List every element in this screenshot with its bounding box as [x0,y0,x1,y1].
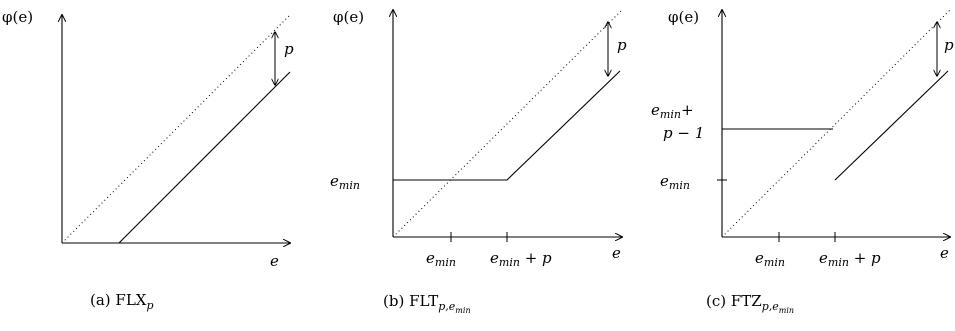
panel-c: p φ(e) e emin+ p − 1 emin emin emin + p … [651,8,954,315]
panel-b: p φ(e) e emin emin emin + p (b) FLTp,emi… [330,8,627,315]
panel-b-xlabel-emin-plus-p: emin + p [490,249,552,269]
panel-a-p-label: p [284,40,294,58]
caption-a: (a) FLXp [90,291,154,312]
panel-c-e-label: e [940,244,949,262]
panel-c-xlabel-emin-plus-p: emin + p [819,249,881,269]
panel-b-e-label: e [612,244,621,262]
panel-b-xlabel-emin: emin [426,249,456,269]
panel-b-p-label: p [617,36,627,54]
panel-b-identity-line [392,9,623,238]
panel-b-phi-label: φ(e) [333,8,364,26]
caption-c: (c) FTZp,emin [706,292,794,315]
panel-a-e-label: e [270,252,279,270]
panel-c-ylabel-emin-plus: emin+ [651,101,694,121]
panel-c-ylabel-p-minus-1: p − 1 [663,124,704,142]
panel-a-phi-label: φ(e) [2,8,33,26]
panel-c-identity-line [721,9,951,238]
panel-a: p φ(e) e (a) FLXp [2,8,294,312]
panel-c-phi-label: φ(e) [668,8,699,26]
panel-b-ylabel-emin: emin [330,172,360,192]
panel-c-p-label: p [944,36,954,54]
panel-b-flt-curve [393,70,621,181]
caption-b: (b) FLTp,emin [383,292,471,315]
panel-a-identity-line [61,14,291,244]
panel-a-flx-curve [118,71,291,244]
panel-c-ftz-rising-segment [834,70,949,181]
panel-c-xlabel-emin: emin [755,249,785,269]
panel-c-ylabel-emin: emin [660,172,690,192]
